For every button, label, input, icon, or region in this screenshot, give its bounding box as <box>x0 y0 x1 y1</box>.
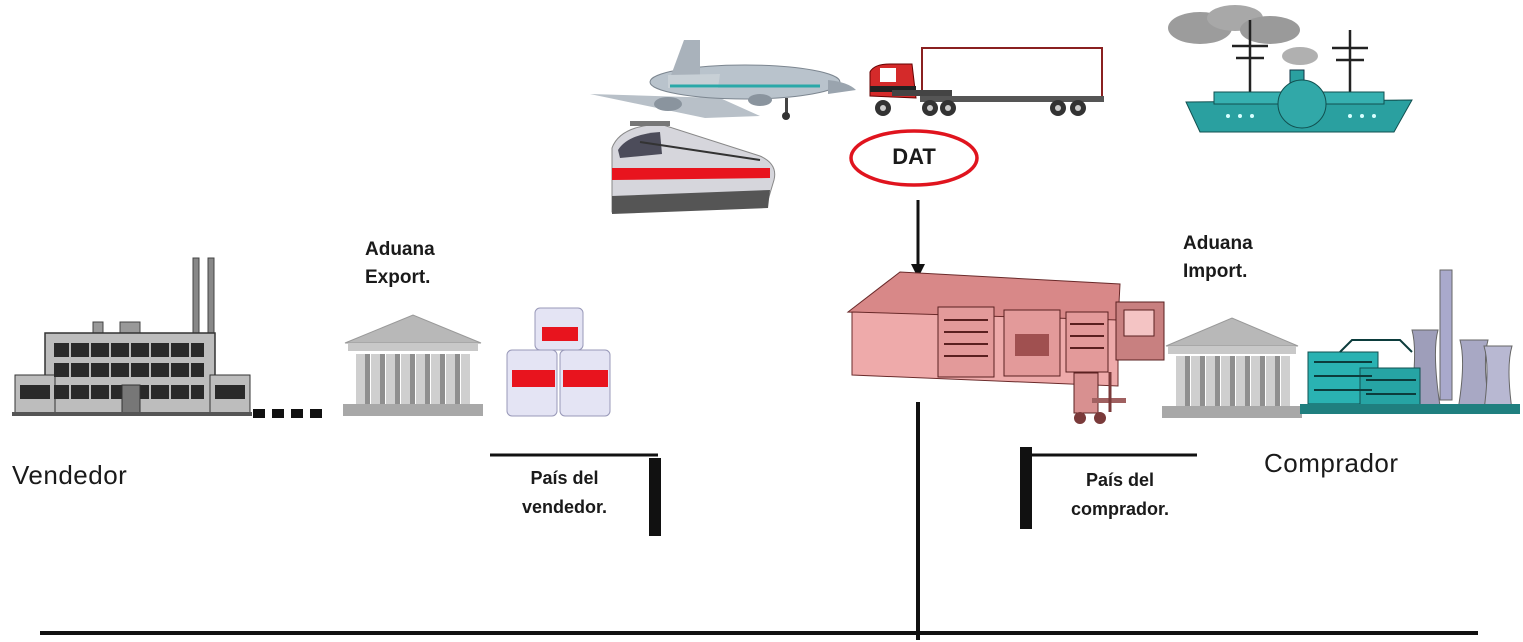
factory-icon <box>12 257 252 416</box>
vendedor-label: Vendedor <box>12 460 128 490</box>
pais-vendedor-label: País del vendedor. <box>492 464 637 522</box>
truck-icon <box>869 47 1104 116</box>
buyer-country-bracket <box>1020 447 1197 529</box>
aduana-import-line2: Import. <box>1183 261 1248 282</box>
pais-vendedor-line1: País del <box>530 468 599 488</box>
industrial-plant-icon <box>1300 269 1520 414</box>
pais-comprador-line2: comprador. <box>1070 499 1170 519</box>
aduana-import-label: Aduana Import. <box>1183 230 1253 286</box>
forklift-icon <box>1073 372 1126 424</box>
ship-icon <box>1168 5 1413 133</box>
pais-vendedor-line2: vendedor. <box>521 497 608 517</box>
aduana-export-label: Aduana Export. <box>365 236 435 292</box>
seller-country-bracket <box>490 453 661 536</box>
dotted-connector <box>253 409 322 418</box>
aduana-export-line1: Aduana <box>365 239 435 260</box>
aduana-import-line1: Aduana <box>1183 233 1253 254</box>
dat-label: DAT <box>892 144 936 169</box>
dat-arrow <box>911 200 925 278</box>
goods-boxes-icon <box>506 307 611 417</box>
warehouse-icon <box>846 271 1165 387</box>
train-icon <box>611 121 776 214</box>
dat-highlight-circle <box>849 129 979 187</box>
aduana-export-line2: Export. <box>365 267 431 288</box>
customs-building-icon <box>343 314 483 416</box>
pais-comprador-line1: País del <box>1085 470 1155 490</box>
pais-comprador-label: País del comprador. <box>1040 466 1200 524</box>
airplane-icon <box>590 40 856 120</box>
comprador-label: Comprador <box>1264 448 1399 478</box>
customs-building-icon-import <box>1162 317 1302 418</box>
